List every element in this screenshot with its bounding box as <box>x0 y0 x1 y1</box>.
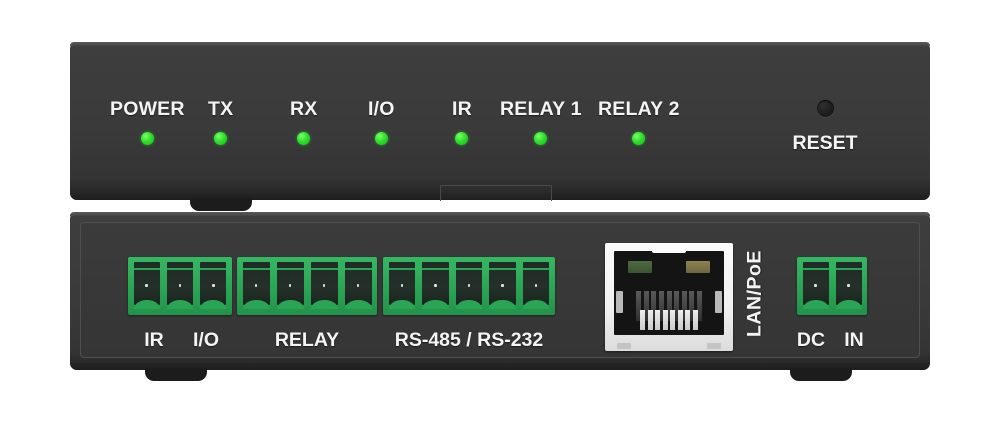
front-panel-foot <box>190 198 252 211</box>
led-power <box>140 132 154 145</box>
terminal-pin[interactable] <box>801 257 831 315</box>
terminal-pin[interactable] <box>275 257 306 315</box>
rj45-lan-poe-jack[interactable] <box>605 243 733 351</box>
terminal-pin[interactable] <box>521 257 552 315</box>
front-panel <box>70 42 930 200</box>
rear-panel-foot-left <box>145 368 207 381</box>
rj45-key-notch <box>652 243 686 253</box>
port-label-serial: RS-485 / RS-232 <box>394 329 544 351</box>
terminal-pin[interactable] <box>420 257 451 315</box>
terminal-pin[interactable] <box>487 257 518 315</box>
port-label-io: I/O <box>192 329 219 351</box>
rj45-contact-fins <box>636 291 702 321</box>
rj45-mount-tab-right <box>707 343 721 349</box>
front-panel-label-notch <box>440 185 552 201</box>
led-tx <box>214 132 228 145</box>
terminal-pin[interactable] <box>834 257 864 315</box>
rj45-mount-tab-left <box>617 343 631 349</box>
led-ir <box>455 132 469 145</box>
terminal-block-dc-in[interactable] <box>797 257 867 315</box>
indicator-label-rx: RX <box>290 98 318 120</box>
led-relay-2 <box>632 132 646 145</box>
reset-button-icon[interactable] <box>816 100 834 117</box>
rj45-link-led-icon <box>628 261 652 273</box>
indicator-relay-2: RELAY 2 <box>598 98 680 145</box>
terminal-pin[interactable] <box>309 257 340 315</box>
port-label-in: IN <box>844 329 864 351</box>
reset-control[interactable]: RESET <box>788 100 862 154</box>
rj45-cavity <box>614 243 724 335</box>
indicator-io: I/O <box>368 98 395 145</box>
port-label-dc: DC <box>796 329 826 351</box>
reset-label: RESET <box>792 132 858 154</box>
terminal-block-relay[interactable] <box>237 257 377 315</box>
indicator-label-tx: TX <box>208 98 234 120</box>
terminal-block-serial[interactable] <box>383 257 555 315</box>
terminal-pin[interactable] <box>165 257 195 315</box>
indicator-rx: RX <box>290 98 318 145</box>
rj45-clip-left <box>616 291 623 313</box>
led-relay-1 <box>534 132 548 145</box>
port-label-relay: RELAY <box>274 329 340 351</box>
indicator-label-relay-1: RELAY 1 <box>500 98 582 120</box>
led-rx <box>297 132 311 145</box>
terminal-pin[interactable] <box>387 257 418 315</box>
led-io <box>374 132 388 145</box>
indicator-label-power: POWER <box>110 98 185 120</box>
rj45-activity-led-icon <box>686 261 710 273</box>
terminal-pin[interactable] <box>241 257 272 315</box>
terminal-block-ir-io[interactable] <box>128 257 232 315</box>
port-label-ir: IR <box>144 329 164 351</box>
indicator-label-io: I/O <box>368 98 395 120</box>
port-label-lan-poe: LAN/PoE <box>743 250 766 338</box>
terminal-pin[interactable] <box>132 257 162 315</box>
indicator-tx: TX <box>208 98 233 145</box>
indicator-ir: IR <box>452 98 472 145</box>
rj45-clip-right <box>715 291 722 313</box>
indicator-power: POWER <box>110 98 185 145</box>
indicator-label-relay-2: RELAY 2 <box>598 98 680 120</box>
terminal-pin[interactable] <box>343 257 374 315</box>
terminal-pin[interactable] <box>198 257 228 315</box>
indicator-relay-1: RELAY 1 <box>500 98 582 145</box>
rear-panel-foot-right <box>790 368 852 381</box>
terminal-pin[interactable] <box>454 257 485 315</box>
indicator-label-ir: IR <box>452 98 472 120</box>
rj45-contact-pins <box>640 310 698 330</box>
